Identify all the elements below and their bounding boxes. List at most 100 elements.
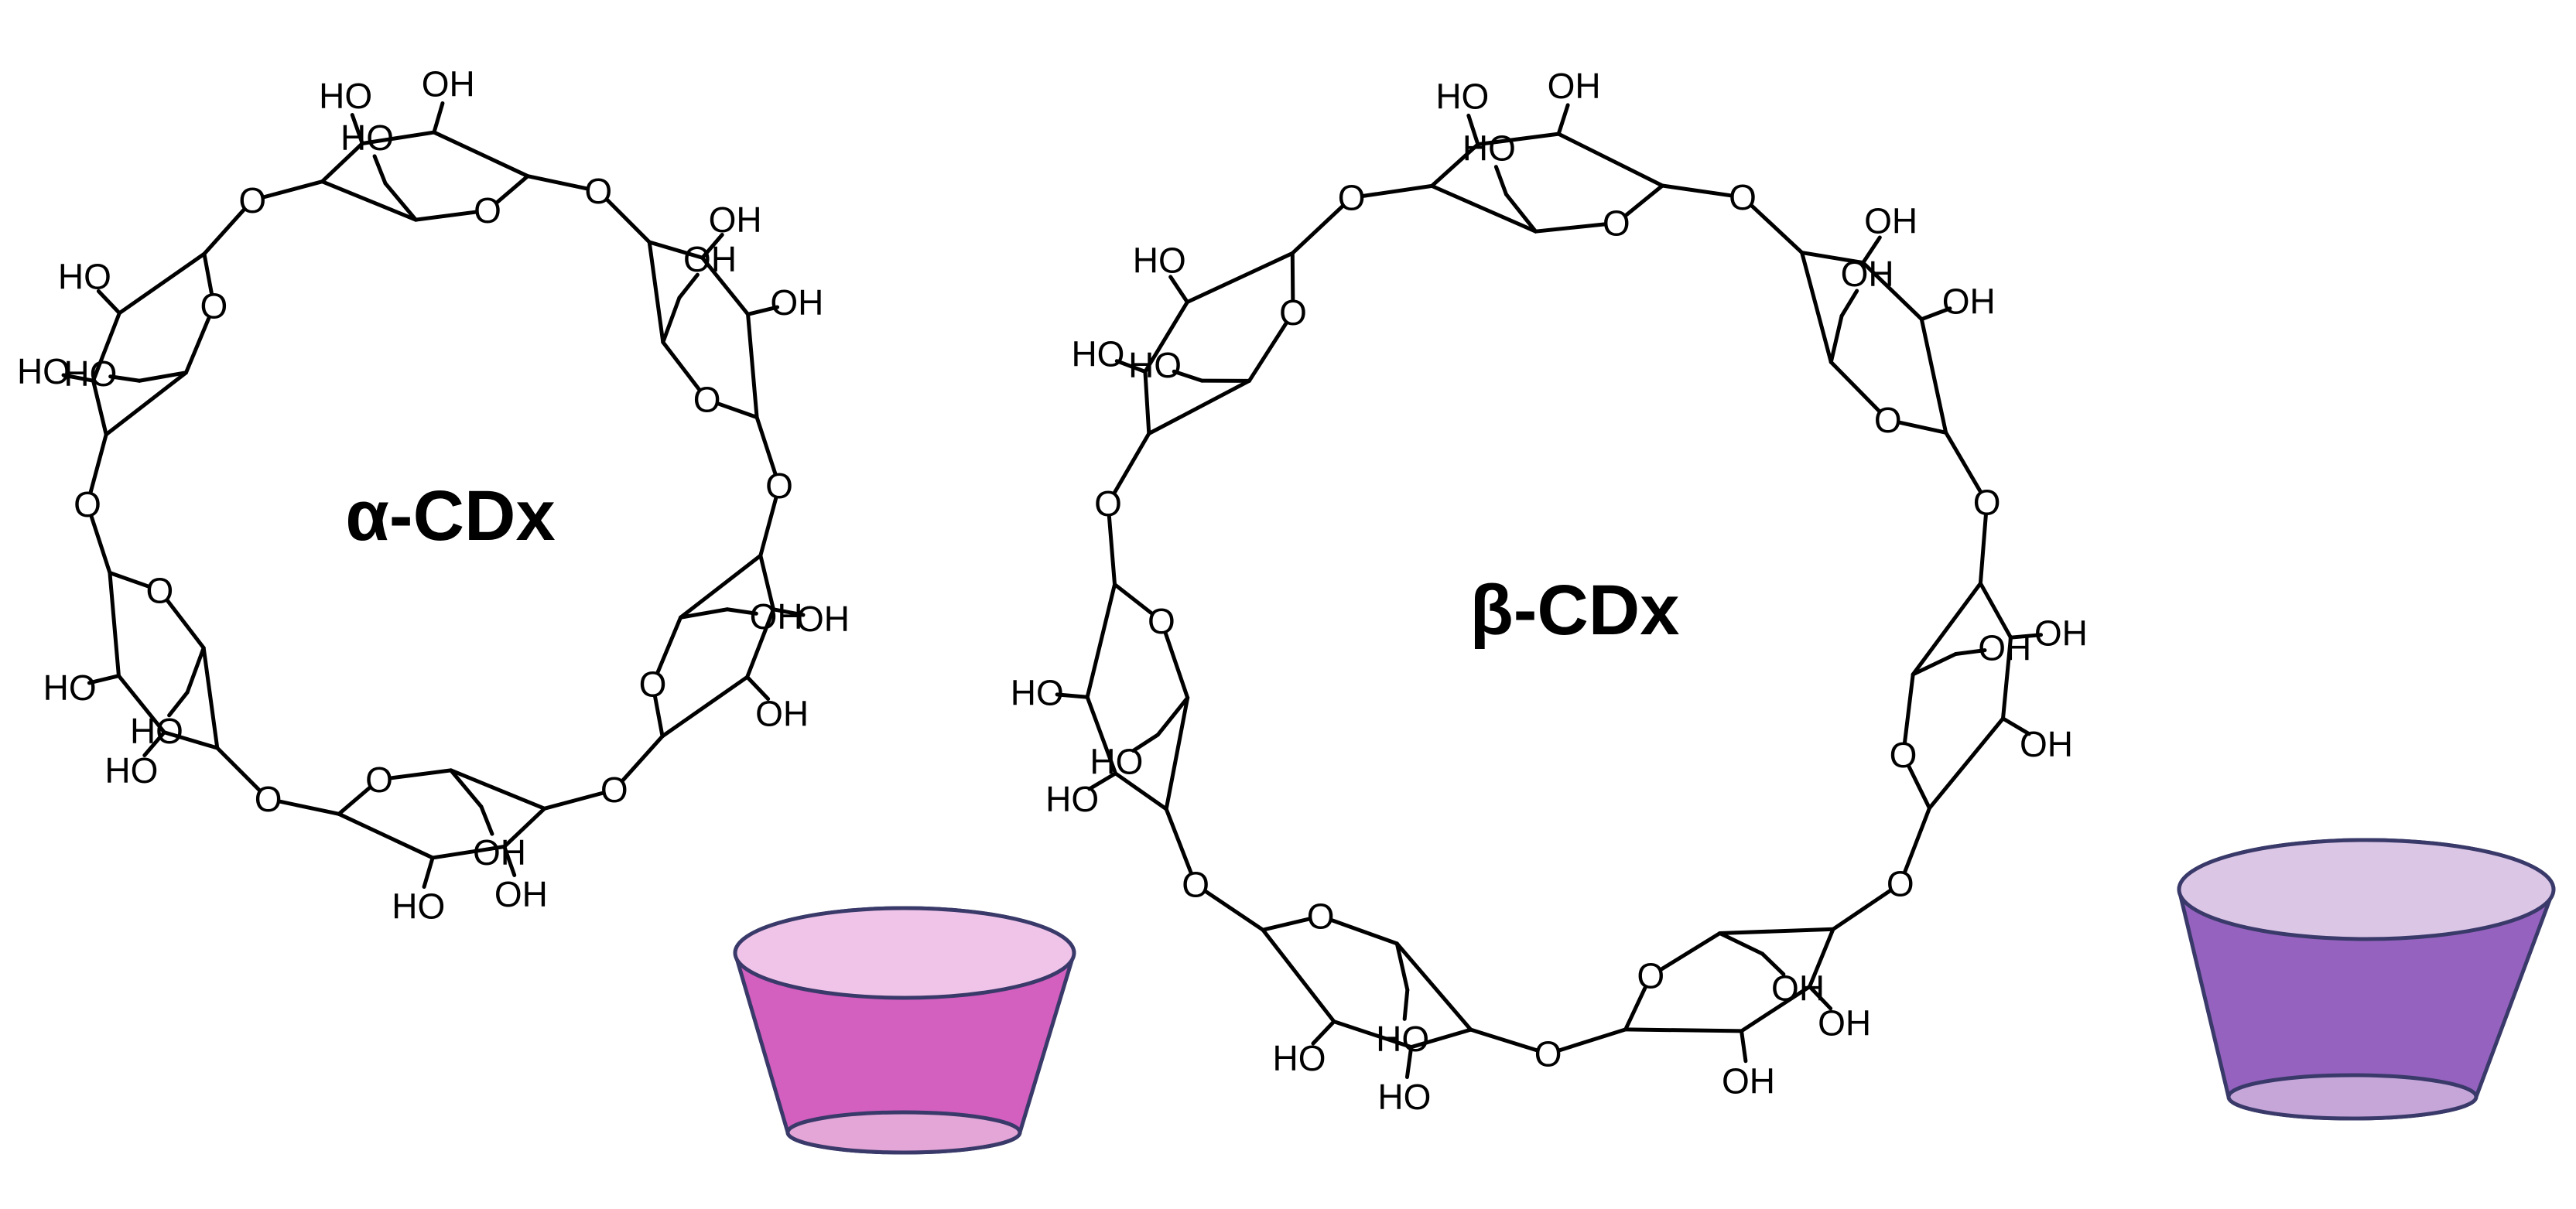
bond — [389, 768, 453, 780]
bond — [201, 646, 220, 750]
hydroxyl-label: HO — [340, 118, 394, 158]
ring-oxygen-label: O — [693, 380, 721, 420]
hydroxyl-label: OH — [1548, 66, 1601, 106]
hydroxyl-label: OH — [2034, 613, 2088, 653]
hydroxyl-label: HO — [1377, 1077, 1431, 1117]
bond — [1829, 313, 1844, 364]
hydroxyl-label: OH — [750, 596, 803, 637]
hydroxyl-label: OH — [1978, 627, 2031, 668]
bond — [1147, 378, 1251, 436]
bond — [1261, 917, 1311, 932]
bond — [1085, 582, 1117, 699]
hydroxyl-label: HO — [1273, 1038, 1326, 1078]
bond — [1290, 204, 1345, 255]
bond — [502, 806, 547, 849]
hydroxyl-label: HO — [130, 711, 183, 751]
hydroxyl-label: OH — [796, 599, 850, 639]
bond — [1085, 695, 1118, 776]
bond — [1168, 275, 1189, 305]
hydroxyl-label: HO — [1133, 240, 1186, 280]
hydroxyl-label: HO — [1435, 77, 1489, 117]
hydroxyl-label: OH — [1841, 254, 1894, 294]
bond — [771, 607, 806, 617]
bond — [1112, 432, 1151, 495]
bond — [1087, 771, 1118, 791]
beta-cdx-label: β-CDx — [1470, 571, 1680, 650]
glycosidic-oxygen-label: O — [1973, 483, 2001, 523]
bond — [647, 240, 705, 260]
bond — [1131, 733, 1160, 753]
bond — [1203, 890, 1265, 932]
bond — [91, 311, 121, 383]
bond — [1409, 1027, 1473, 1050]
bond — [1897, 420, 1948, 435]
bond — [1808, 984, 1833, 1011]
bond — [725, 607, 758, 616]
bond — [1556, 103, 1570, 136]
bond — [1163, 630, 1190, 700]
hydroxyl-label: HO — [17, 351, 70, 391]
bond — [1740, 1029, 1748, 1064]
alpha-cup-rim — [733, 906, 1076, 1000]
bond — [1534, 222, 1606, 234]
bond — [202, 251, 214, 296]
bond — [1902, 672, 1915, 745]
bond — [89, 514, 112, 575]
bond — [679, 607, 730, 620]
bond — [660, 675, 750, 739]
ring-oxygen-label: O — [1603, 203, 1630, 243]
bond — [502, 845, 517, 877]
bond — [1718, 931, 1765, 956]
bond — [1953, 648, 1987, 656]
bond — [1330, 918, 1399, 946]
hydroxyl-label: HO — [63, 353, 117, 394]
bond — [1623, 183, 1664, 217]
hydroxyl-label: HO — [392, 886, 445, 926]
bond — [652, 694, 665, 739]
bond — [1919, 306, 1952, 322]
hydroxyl-label: HO — [1090, 742, 1143, 782]
bond — [542, 791, 604, 811]
glycosidic-oxygen-label: O — [1887, 864, 1914, 904]
bond — [605, 197, 652, 244]
bond — [116, 674, 166, 735]
bond — [745, 675, 771, 702]
alpha-cdx-label: α-CDx — [345, 476, 555, 555]
hydroxyl-label: HO — [1045, 779, 1099, 819]
hydroxyl-label: HO — [1071, 334, 1124, 374]
bond — [620, 734, 665, 783]
ring-oxygen-label: O — [474, 190, 501, 231]
bond — [142, 730, 166, 757]
bond — [1504, 192, 1538, 234]
bond — [754, 415, 778, 476]
bond — [337, 785, 372, 816]
bond — [677, 272, 700, 300]
hydroxyl-label: HO — [104, 750, 158, 791]
bond — [1623, 985, 1648, 1032]
bond — [422, 856, 435, 889]
hydroxyl-label: OH — [1722, 1060, 1775, 1101]
bond — [320, 141, 364, 184]
hydroxyl-label: OH — [1771, 968, 1825, 1009]
bond — [1831, 889, 1893, 931]
bond — [758, 553, 776, 612]
bond — [1261, 927, 1336, 1024]
glycosidic-oxygen-label: O — [74, 484, 101, 524]
bond — [360, 130, 436, 145]
bond — [61, 373, 95, 383]
bond — [1155, 695, 1190, 737]
bond — [1394, 941, 1473, 1032]
bond — [1718, 927, 1835, 935]
bond — [1143, 369, 1151, 436]
bond — [745, 607, 776, 679]
bond — [1476, 131, 1561, 147]
bond — [449, 768, 547, 811]
ring-oxygen-label: O — [145, 570, 173, 610]
bond — [1404, 1045, 1414, 1079]
